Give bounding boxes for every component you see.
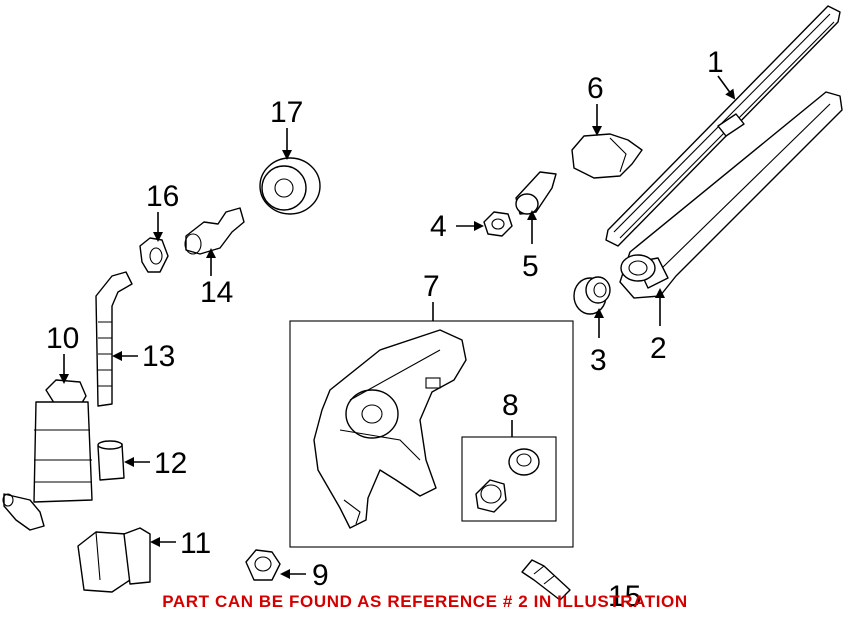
callout-5: 5	[522, 250, 539, 283]
hose-clip	[139, 237, 169, 273]
callout-15: 15	[608, 580, 641, 613]
bushing-callout-box	[461, 436, 557, 522]
washer-hose	[95, 271, 133, 407]
callout-2: 2	[650, 332, 667, 365]
sleeve	[97, 440, 125, 481]
callout-14: 14	[200, 276, 233, 309]
callout-4: 4	[430, 210, 447, 243]
callout-10: 10	[46, 322, 79, 355]
washer-nozzle	[521, 559, 571, 601]
wiper-motor	[313, 329, 467, 529]
callout-6: 6	[587, 72, 604, 105]
callout-11: 11	[180, 527, 211, 560]
reference-note: PART CAN BE FOUND AS REFERENCE # 2 IN IL…	[162, 592, 688, 611]
callout-16: 16	[146, 180, 179, 213]
callout-13: 13	[142, 340, 175, 373]
motor-callout-box	[289, 320, 574, 548]
callout-17: 17	[270, 96, 303, 129]
callout-7: 7	[423, 270, 440, 303]
callout-8: 8	[502, 389, 519, 422]
callout-3: 3	[590, 344, 607, 377]
cover-cap	[571, 133, 643, 179]
cap-nut	[245, 549, 281, 581]
hose-fitting	[184, 207, 245, 255]
connector	[77, 527, 151, 593]
nut	[483, 211, 513, 237]
cover-grommet	[259, 157, 321, 215]
callout-12: 12	[154, 447, 187, 480]
spacer	[515, 171, 557, 215]
callout-9: 9	[312, 559, 329, 592]
callout-1: 1	[707, 46, 724, 79]
wiper-arm	[619, 91, 843, 299]
grommet	[573, 276, 611, 315]
wiper-blade	[605, 5, 841, 247]
washer-pump	[2, 379, 93, 531]
bushing-kit	[475, 448, 540, 513]
